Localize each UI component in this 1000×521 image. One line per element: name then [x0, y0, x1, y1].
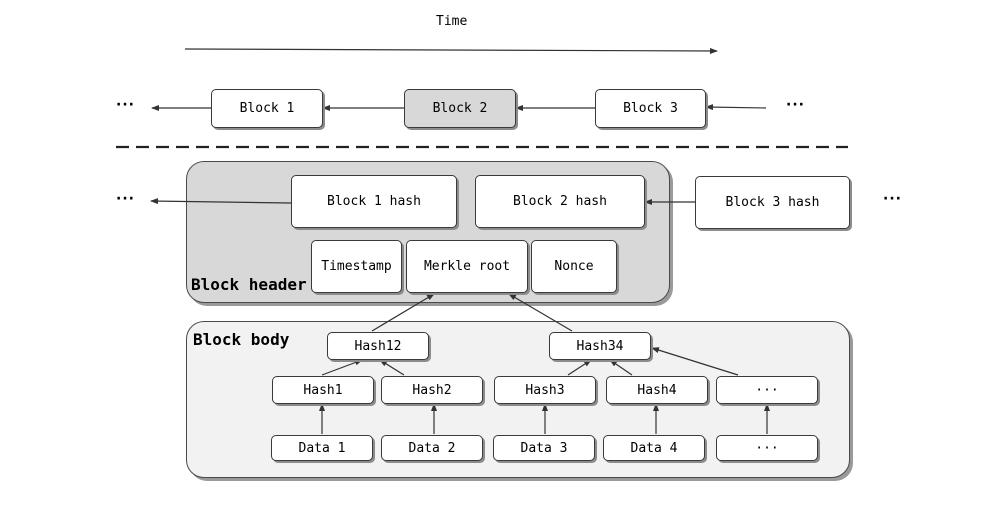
hash-ellipsis-node: ···: [716, 376, 818, 404]
arrow-hash4-to-hash34: [609, 359, 633, 376]
header-left-ellipsis: ···: [116, 191, 135, 207]
hash12-node: Hash12: [327, 332, 429, 360]
block-body-label: Block body: [193, 330, 290, 349]
chain-block-2: Block 2: [404, 89, 516, 128]
time-label: Time: [436, 14, 468, 29]
arrow-hash3-to-hash34: [567, 359, 592, 376]
hash4-node: Hash4: [606, 376, 708, 404]
header-right-ellipsis: ···: [883, 191, 902, 207]
arrow-block1hash-to-ellipsis: [150, 198, 292, 205]
merkle-root-field: Merkle root: [406, 240, 528, 293]
data-ellipsis-node: ···: [716, 435, 818, 461]
timestamp-field: Timestamp: [311, 240, 402, 293]
hash34-node: Hash34: [549, 332, 651, 360]
chain-block-3: Block 3: [595, 89, 706, 128]
arrow-hash1-to-hash12: [321, 359, 363, 376]
data4-node: Data 4: [603, 435, 705, 461]
chain-block-1: Block 1: [211, 89, 323, 128]
data3-node: Data 3: [493, 435, 595, 461]
hash2-node: Hash2: [381, 376, 483, 404]
arrow-ellipsis-to-hash34: [651, 347, 739, 376]
arrow-ellipsis-to-block3: [705, 104, 767, 111]
data1-node: Data 1: [271, 435, 373, 461]
block-3-hash: Block 3 hash: [695, 176, 850, 229]
arrow-hash34-to-merkle: [508, 293, 573, 332]
arrow-hash2-to-hash12: [379, 359, 405, 376]
hash3-node: Hash3: [494, 376, 596, 404]
time-arrow: [184, 47, 718, 54]
chain-left-ellipsis: ···: [116, 97, 135, 113]
arrow-hash12-to-merkle: [371, 293, 435, 332]
block-header-label: Block header: [191, 275, 307, 294]
block-2-hash: Block 2 hash: [475, 175, 645, 228]
data2-node: Data 2: [381, 435, 483, 461]
nonce-field: Nonce: [531, 240, 617, 293]
hash1-node: Hash1: [272, 376, 374, 404]
block-1-hash: Block 1 hash: [291, 175, 457, 228]
chain-right-ellipsis: ···: [786, 97, 805, 113]
